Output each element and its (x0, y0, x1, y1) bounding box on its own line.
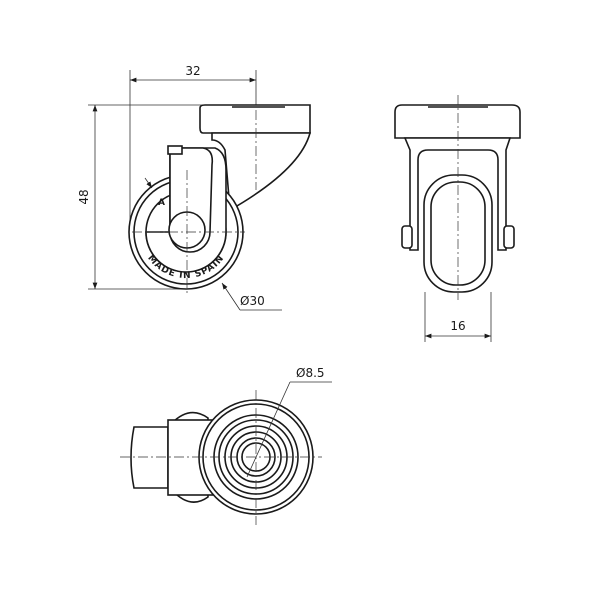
front-mounting-plate (394, 104, 521, 139)
wheel-diameter-label: Ø30 (240, 294, 265, 308)
diameter-30-leader (221, 282, 241, 311)
mounting-plate (199, 104, 311, 134)
bottom-mount-body (130, 426, 169, 489)
side-view: 32 48 MADE IN SPAIN A Ø30 (77, 64, 312, 311)
bottom-view: Ø8.5 (120, 366, 332, 525)
dimension-32-label: 32 (185, 64, 200, 78)
bore-diameter-leader (246, 381, 291, 478)
bore-diameter-label: Ø8.5 (296, 366, 325, 380)
wheel-marking-letter: A (158, 198, 166, 208)
front-view: 16 (394, 95, 521, 342)
dimension-48-label: 48 (77, 189, 91, 204)
dimension-16-label: 16 (450, 319, 465, 333)
front-fork (403, 137, 512, 251)
